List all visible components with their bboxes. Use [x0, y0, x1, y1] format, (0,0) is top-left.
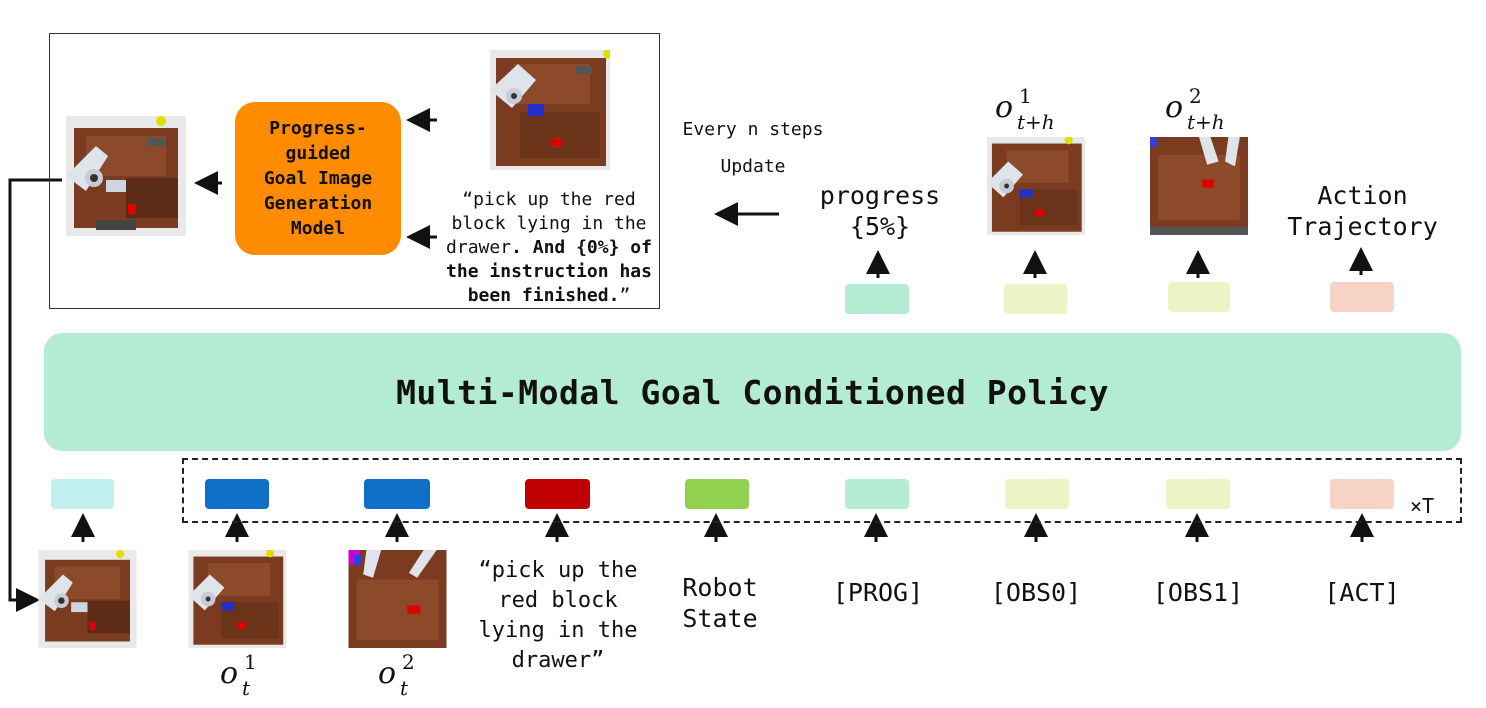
generator-prompt: “pick up the red block lying in the draw… [440, 188, 658, 308]
model-label: Progress- guided Goal Image Generation M… [263, 118, 373, 239]
generated-goal-image [66, 116, 186, 236]
action-trajectory-label: Action Trajectory [1287, 181, 1438, 241]
repeated-token-frame [182, 458, 1462, 523]
obs0-label: [OBS0] [990, 578, 1082, 607]
goal-generation-panel [49, 33, 660, 309]
goal-image-generation-model: Progress- guided Goal Image Generation M… [235, 102, 401, 255]
robot-state-token [685, 479, 749, 509]
current-observation-image [490, 50, 610, 170]
obs1-token [205, 479, 269, 509]
obs2-token [364, 479, 430, 509]
prompt-normal-text: “pick up the red block lying in the draw… [446, 189, 647, 258]
repeat-label: ×T [1410, 494, 1435, 518]
predicted-obs2-image [1150, 137, 1248, 235]
goal-feedback-line [8, 178, 62, 612]
goal-image-token [51, 479, 114, 509]
prompt-close-quote: ” [619, 285, 631, 306]
obs1-query-token [1166, 479, 1230, 509]
language-token [525, 479, 590, 509]
multimodal-policy-block: Multi-Modal Goal Conditioned Policy [44, 333, 1461, 451]
predicted-obs1-image [987, 137, 1085, 235]
progress-output-token [845, 284, 909, 314]
every-n-steps-label: Every n steps [682, 119, 824, 140]
obs1-label: [OBS1] [1152, 578, 1244, 607]
instruction-label: “pick up the red block lying in the draw… [478, 558, 638, 673]
obs1-output-token [1004, 284, 1067, 314]
action-output-token [1330, 282, 1394, 312]
goal-image-input [38, 550, 137, 648]
update-label: Update [720, 156, 786, 177]
prog-label: [PROG] [832, 578, 924, 607]
obs2-output-token [1168, 282, 1230, 312]
act-label: [ACT] [1324, 578, 1400, 607]
obs1-image-input [188, 550, 287, 648]
prompt-bold-text: . And {0%} of the instruction has been f… [446, 237, 652, 306]
obs2-image-input [348, 550, 447, 648]
policy-title: Multi-Modal Goal Conditioned Policy [396, 372, 1109, 412]
prog-token [845, 479, 909, 509]
progress-output-label: progress {5%} [819, 181, 941, 241]
robot-state-label: Robot State [682, 573, 758, 633]
act-query-token [1330, 479, 1394, 509]
obs0-query-token [1005, 479, 1069, 509]
